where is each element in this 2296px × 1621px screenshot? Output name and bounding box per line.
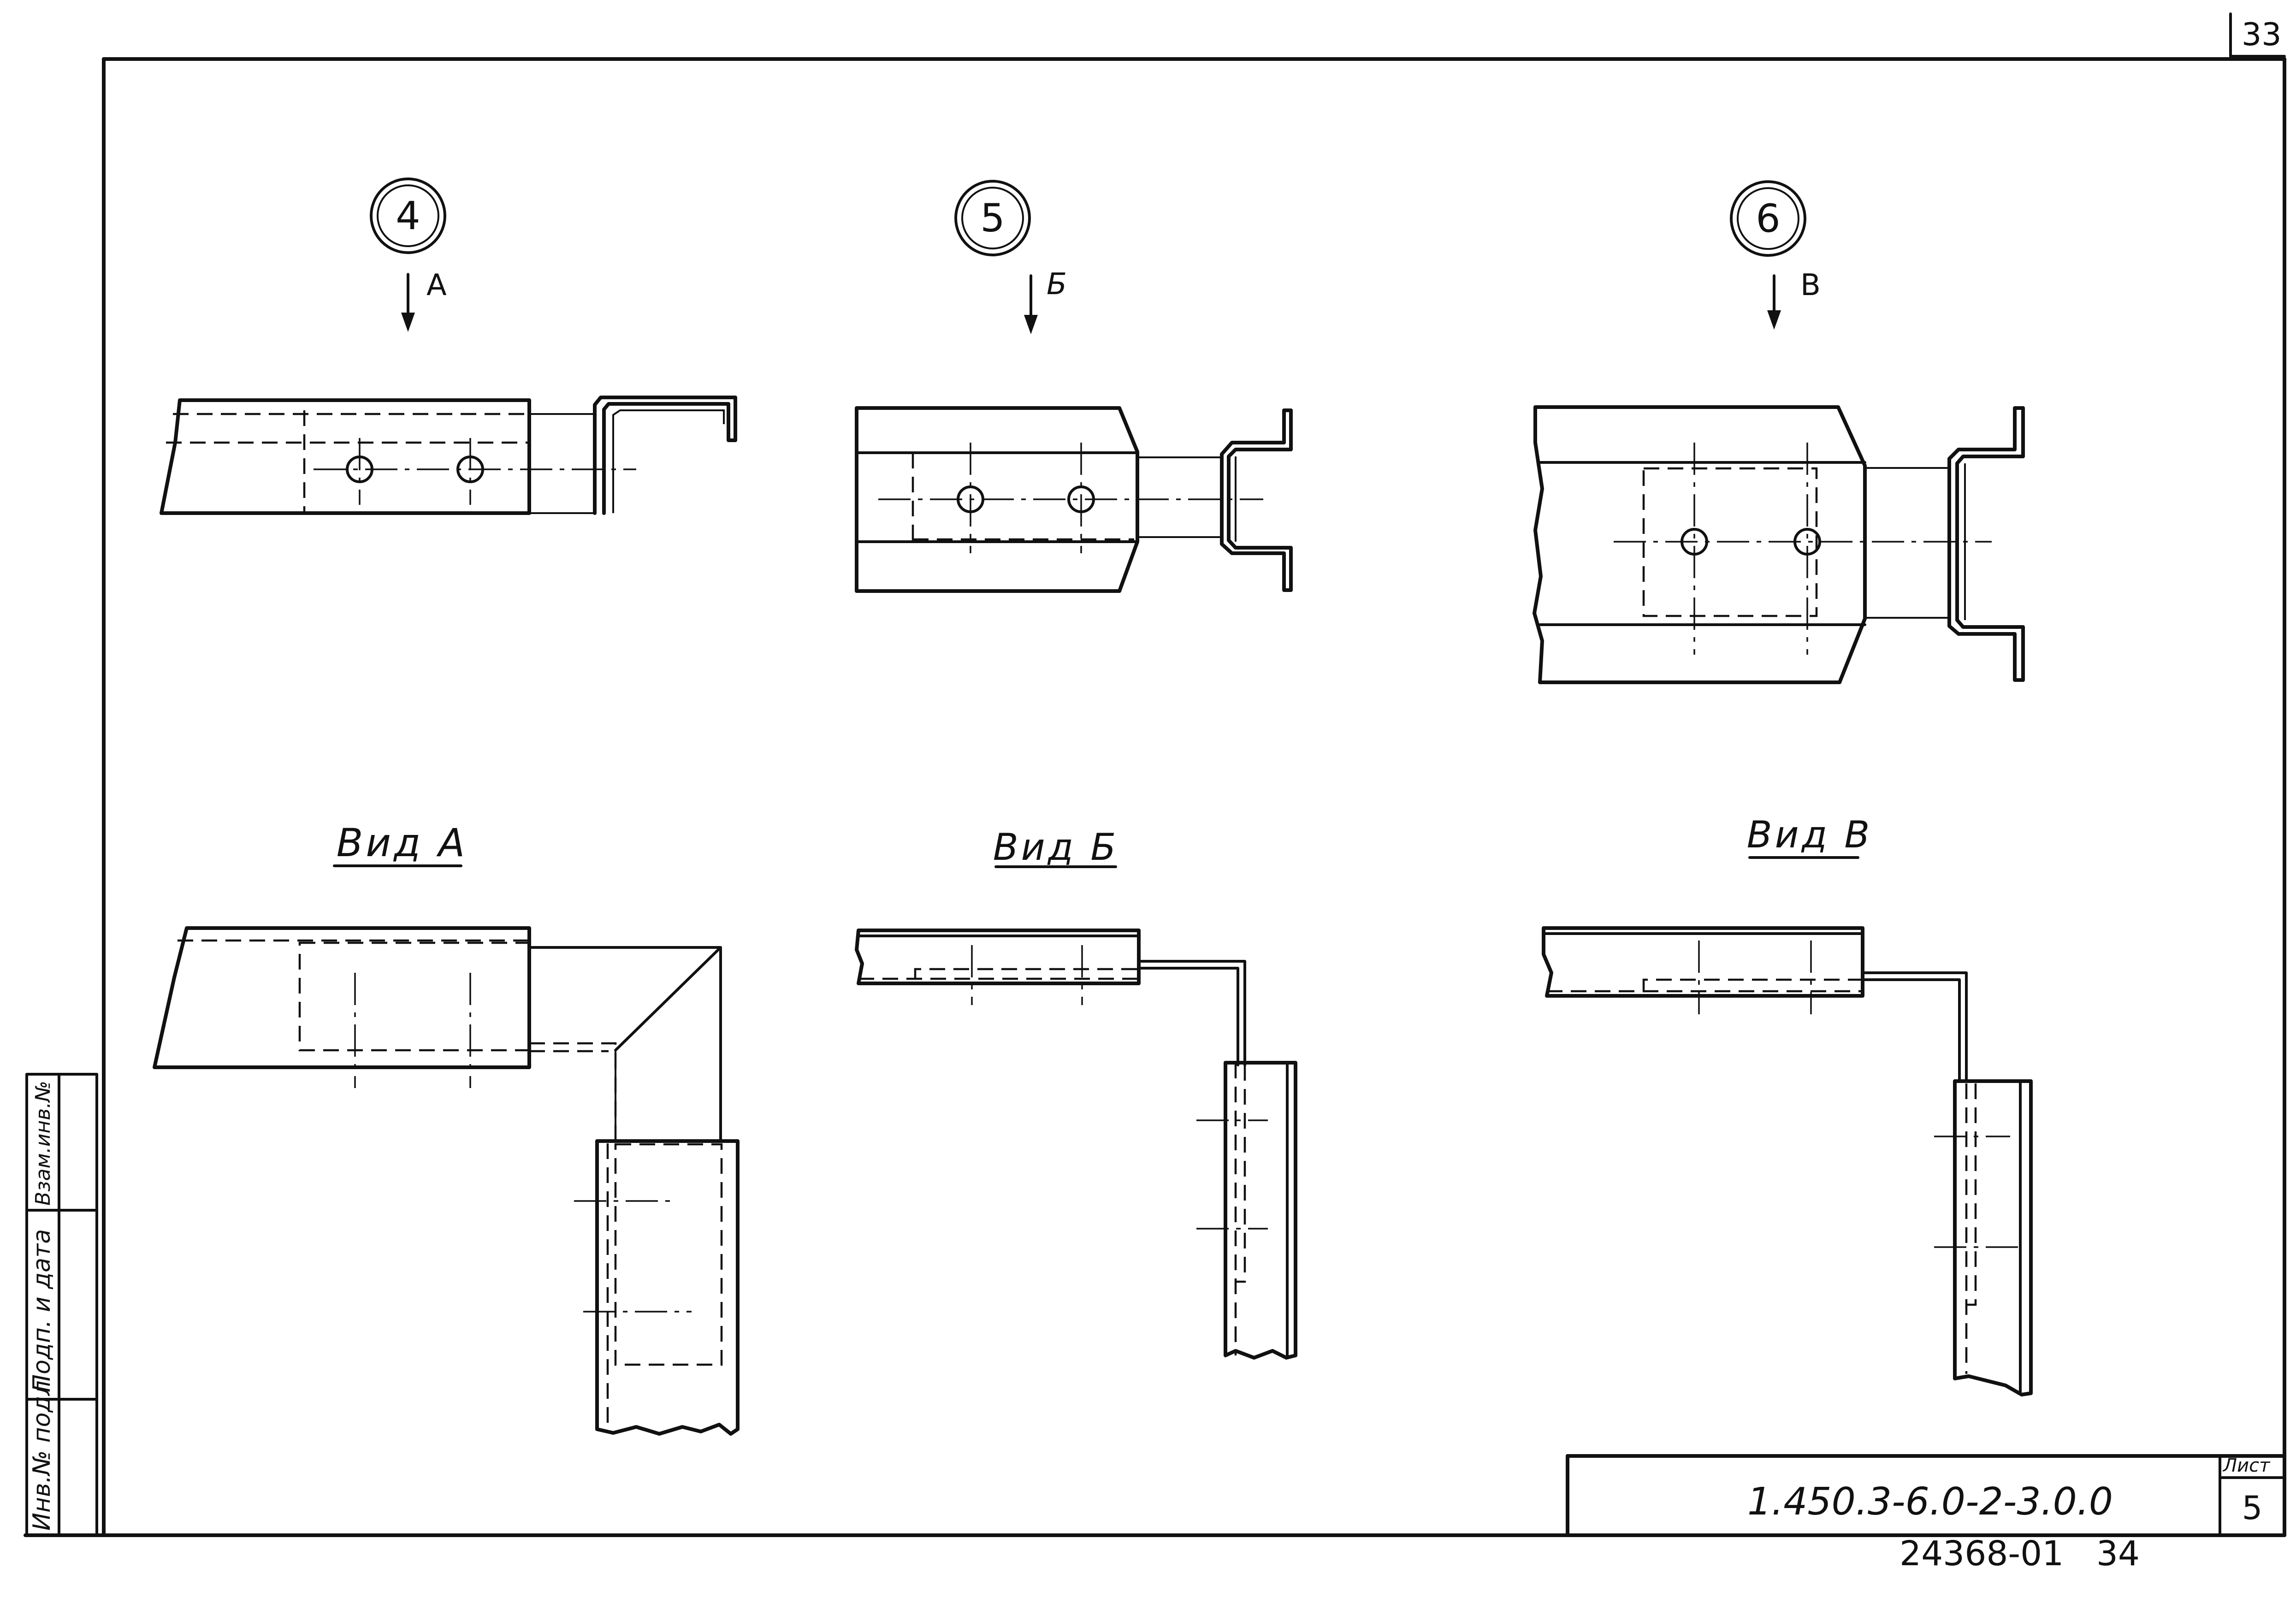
view-v-title: Вид В bbox=[1747, 813, 1873, 856]
callout-4 bbox=[370, 177, 446, 332]
callout-6-view-letter: В bbox=[1800, 268, 1821, 302]
callout-6-number: 6 bbox=[1756, 196, 1780, 241]
title-block bbox=[1566, 1454, 2286, 1537]
callout-6 bbox=[1730, 180, 1806, 330]
detail-6-plan bbox=[1533, 405, 2025, 684]
side-stamp bbox=[25, 1073, 98, 1537]
view-a-drawing bbox=[153, 926, 740, 1436]
stamp-inv-no: Инв.№ подл bbox=[28, 1380, 56, 1531]
stamp-replace-inv: Взам.инв.№ bbox=[31, 1081, 55, 1206]
view-a-title: Вид А bbox=[337, 820, 467, 865]
detail-5-plan bbox=[855, 406, 1293, 593]
page-number: 33 bbox=[2242, 17, 2282, 53]
sheet-number: 5 bbox=[2242, 1489, 2263, 1527]
drawing-designation: 1.450.3-6.0-2-3.0.0 bbox=[1747, 1480, 2113, 1524]
footer-code: 24368-01 34 bbox=[1900, 1534, 2140, 1574]
view-v-drawing bbox=[1542, 926, 2033, 1396]
view-b-title: Вид Б bbox=[993, 826, 1119, 869]
stamp-sign-date: Подп. и дата bbox=[28, 1229, 56, 1392]
callout-4-view-letter: А bbox=[426, 268, 447, 302]
callout-5 bbox=[954, 180, 1038, 334]
callout-5-view-letter: Б bbox=[1047, 267, 1067, 302]
sheet-label: Лист bbox=[2222, 1455, 2271, 1476]
callout-4-number: 4 bbox=[396, 193, 420, 238]
detail-4-plan bbox=[160, 396, 737, 515]
callout-5-number: 5 bbox=[980, 195, 1005, 241]
view-b-drawing bbox=[855, 929, 1297, 1360]
sheet-frame bbox=[24, 12, 2286, 1537]
